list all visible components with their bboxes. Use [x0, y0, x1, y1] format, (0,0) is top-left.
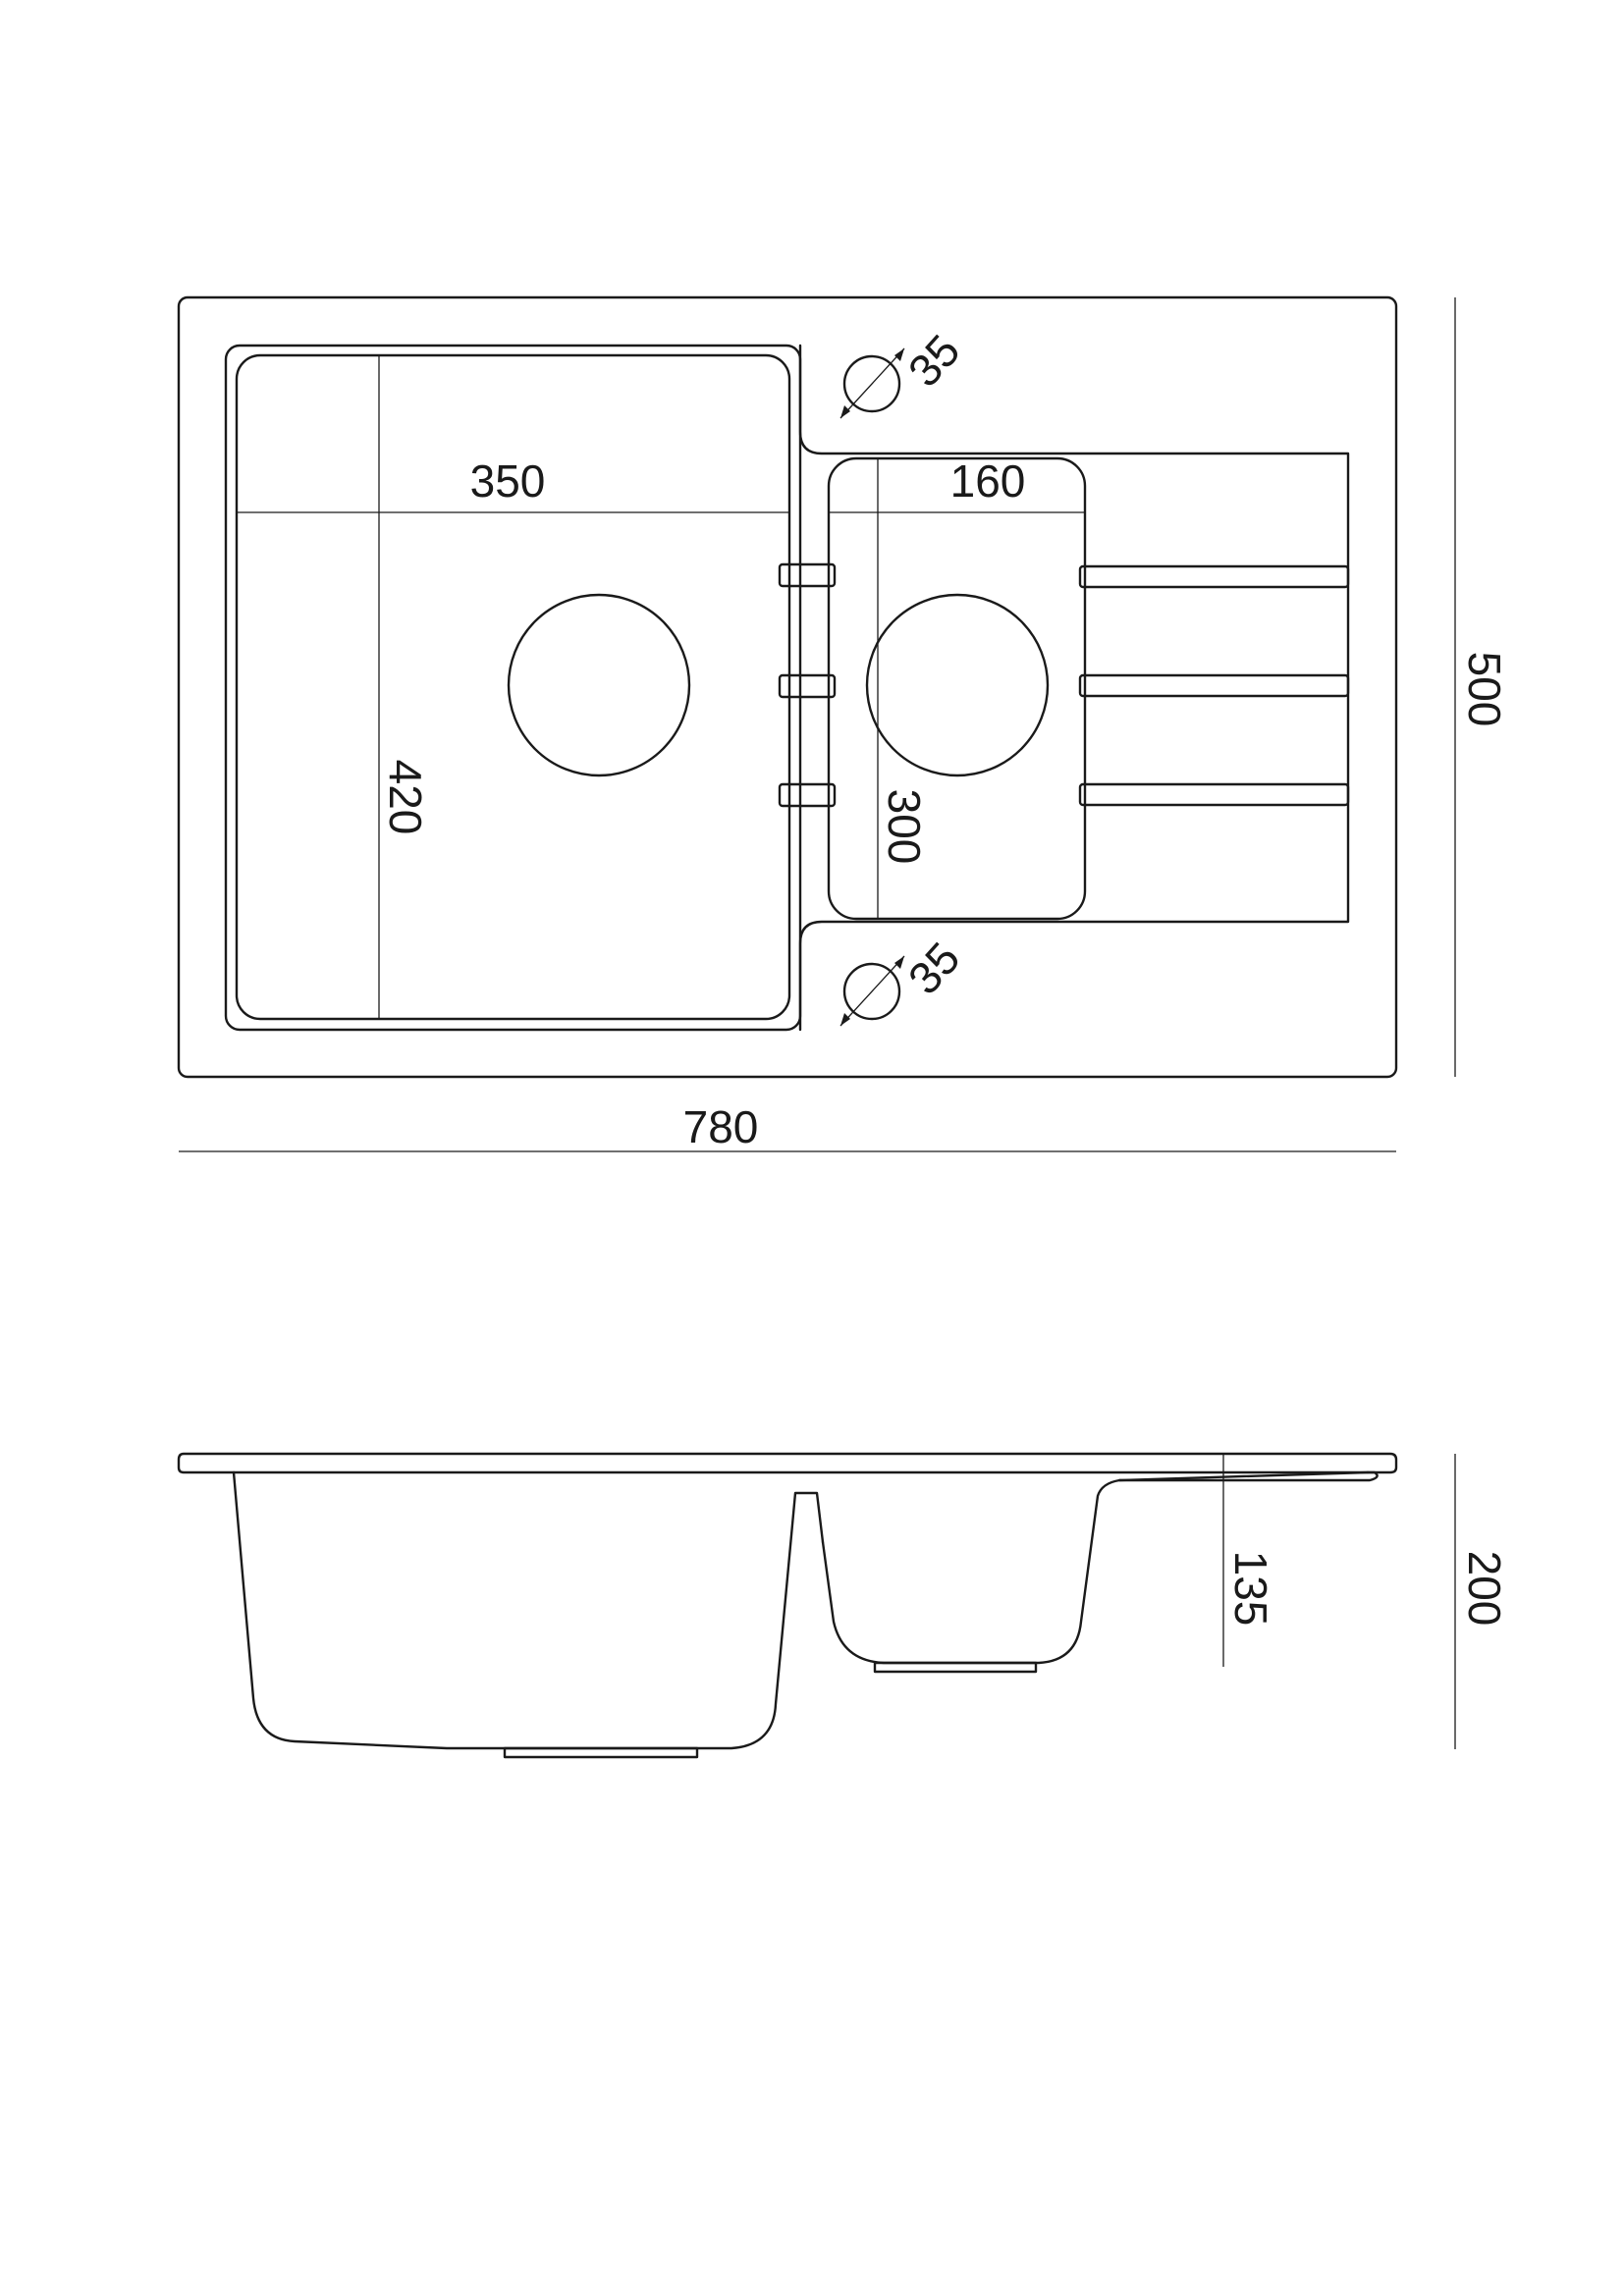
total-height-label: 200 — [1459, 1551, 1510, 1627]
tap-hole-icon — [842, 354, 901, 413]
main-bowl-rim — [224, 344, 802, 1032]
main-bowl-drain-icon — [507, 593, 691, 777]
tap-hole-icon — [842, 962, 901, 1021]
side-view: 135 200 — [177, 1452, 1510, 1759]
drainer-area-outline — [798, 344, 1350, 1032]
arrow-icon — [894, 956, 904, 969]
arrow-icon — [840, 1013, 850, 1026]
sink-top-slab — [177, 1452, 1398, 1474]
tap-hole-top: 35 — [839, 325, 970, 419]
drainer-rib — [1078, 673, 1350, 698]
main-bowl-width-label: 350 — [470, 455, 546, 507]
small-bowl-drain-icon — [865, 593, 1050, 777]
main-bowl-drain-flange — [503, 1746, 699, 1759]
drainer-rib — [1078, 564, 1350, 589]
tap-hole-bottom-label: 35 — [898, 933, 970, 1004]
sink-outline — [177, 295, 1398, 1079]
main-bowl — [235, 353, 791, 1021]
main-bowl-profile — [232, 1470, 825, 1750]
overall-height-label: 500 — [1459, 652, 1510, 727]
overflow-connector — [778, 562, 837, 588]
tap-hole-diameter-line — [839, 347, 905, 419]
tap-hole-top-label: 35 — [898, 325, 970, 397]
overall-width-label: 780 — [683, 1101, 759, 1152]
arrow-icon — [894, 348, 904, 361]
small-bowl-width-label: 160 — [950, 455, 1026, 507]
tap-hole-diameter-line — [839, 955, 905, 1027]
small-bowl-drain-flange — [873, 1661, 1038, 1674]
tap-hole-bottom: 35 — [839, 933, 970, 1027]
small-bowl-profile — [821, 1470, 1370, 1665]
top-view: 350 160 420 300 35 35 780 500 — [177, 295, 1510, 1152]
small-bowl — [827, 456, 1087, 921]
small-bowl-depth-label: 300 — [879, 789, 930, 865]
overflow-connector — [778, 673, 837, 699]
drainer-lip — [1117, 1470, 1379, 1482]
overflow-connector — [778, 782, 837, 808]
drainer-rib — [1078, 782, 1350, 807]
arrow-icon — [840, 405, 850, 418]
bowl-depth-label: 135 — [1225, 1551, 1276, 1627]
main-bowl-depth-label: 420 — [380, 760, 431, 835]
